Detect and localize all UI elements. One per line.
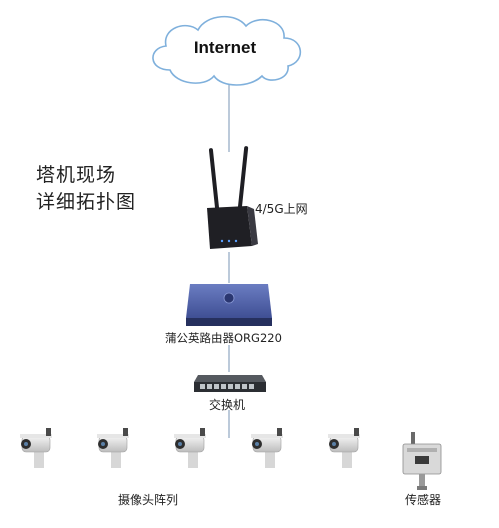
cloud-icon xyxy=(152,15,302,86)
router-label: 蒲公英路由器ORG220 xyxy=(165,331,282,345)
4g-router-icon xyxy=(207,146,258,249)
diagram-title-line2: 详细拓扑图 xyxy=(36,191,137,213)
switch-icon xyxy=(194,375,266,392)
router-icon xyxy=(186,284,272,326)
camera-array xyxy=(20,428,360,468)
modem-label: 4/5G上网 xyxy=(255,202,308,216)
camera-icon xyxy=(328,428,360,468)
camera-icon xyxy=(97,428,129,468)
switch-label: 交换机 xyxy=(209,398,246,412)
camera-icon xyxy=(20,428,52,468)
diagram-title-line1: 塔机现场 xyxy=(36,164,117,186)
camera-icon xyxy=(174,428,206,468)
sensor-icon xyxy=(402,432,442,490)
sensor-label: 传感器 xyxy=(405,493,442,507)
camera-icon xyxy=(251,428,283,468)
internet-label: Internet xyxy=(193,38,257,57)
cameras-label: 摄像头阵列 xyxy=(118,493,179,507)
